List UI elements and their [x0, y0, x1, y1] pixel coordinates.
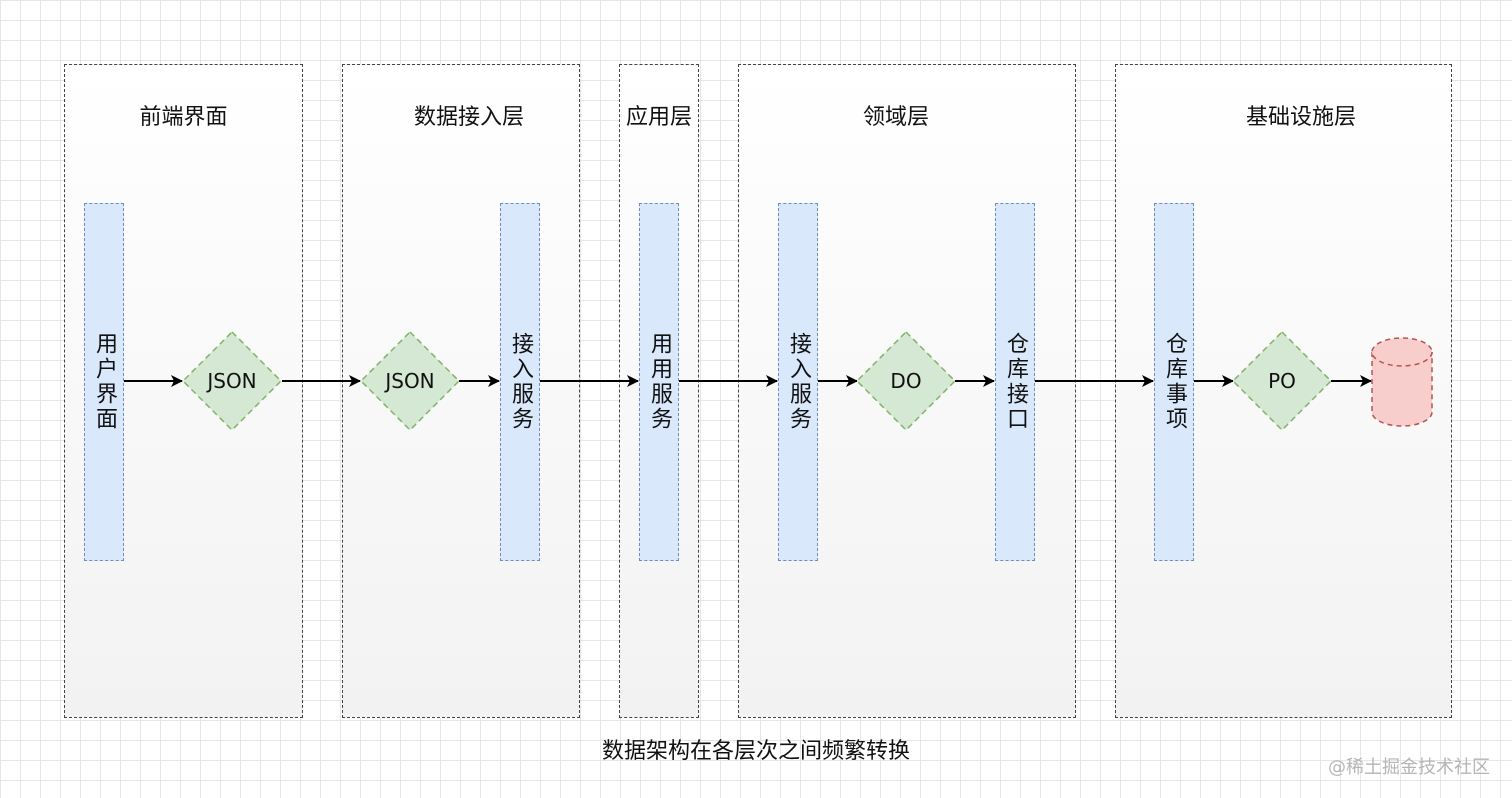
lane-title-data-access: 数据接入层: [413, 105, 524, 130]
column-user-interface: 用户界面: [84, 203, 124, 561]
column-application-service: 用用服务: [639, 203, 679, 561]
diamond-label-do: DO: [890, 369, 922, 393]
column-label: 仓库事项: [1162, 332, 1187, 432]
diamond-json-frontend: [181, 330, 283, 432]
column-repository-interface: 仓库接口: [995, 203, 1035, 561]
diagram-caption: 数据架构在各层次之间频繁转换: [601, 739, 910, 764]
lane-title-infrastructure: 基础设施层: [1245, 105, 1356, 130]
column-repository-item: 仓库事项: [1154, 203, 1194, 561]
lane-title-domain: 领域层: [862, 105, 929, 130]
diamond-label-po: PO: [1268, 369, 1296, 393]
diamond-json-access: [359, 330, 461, 432]
lane-title-application: 应用层: [625, 105, 692, 130]
diamond-po: [1231, 330, 1333, 432]
column-label: 接入服务: [786, 332, 811, 432]
column-label: 用用服务: [647, 332, 672, 432]
column-access-service: 接入服务: [500, 203, 540, 561]
lane-title-frontend: 前端界面: [139, 105, 228, 130]
column-label: 用户界面: [92, 332, 117, 432]
column-label: 接入服务: [508, 332, 533, 432]
database-icon: [1371, 337, 1433, 427]
diamond-do: [855, 330, 957, 432]
column-label: 仓库接口: [1003, 332, 1028, 432]
column-domain-access-service: 接入服务: [778, 203, 818, 561]
watermark: @稀土掘金技术社区: [1328, 757, 1490, 778]
diamond-label-json-access: JSON: [385, 369, 435, 393]
diamond-label-json-frontend: JSON: [207, 369, 257, 393]
